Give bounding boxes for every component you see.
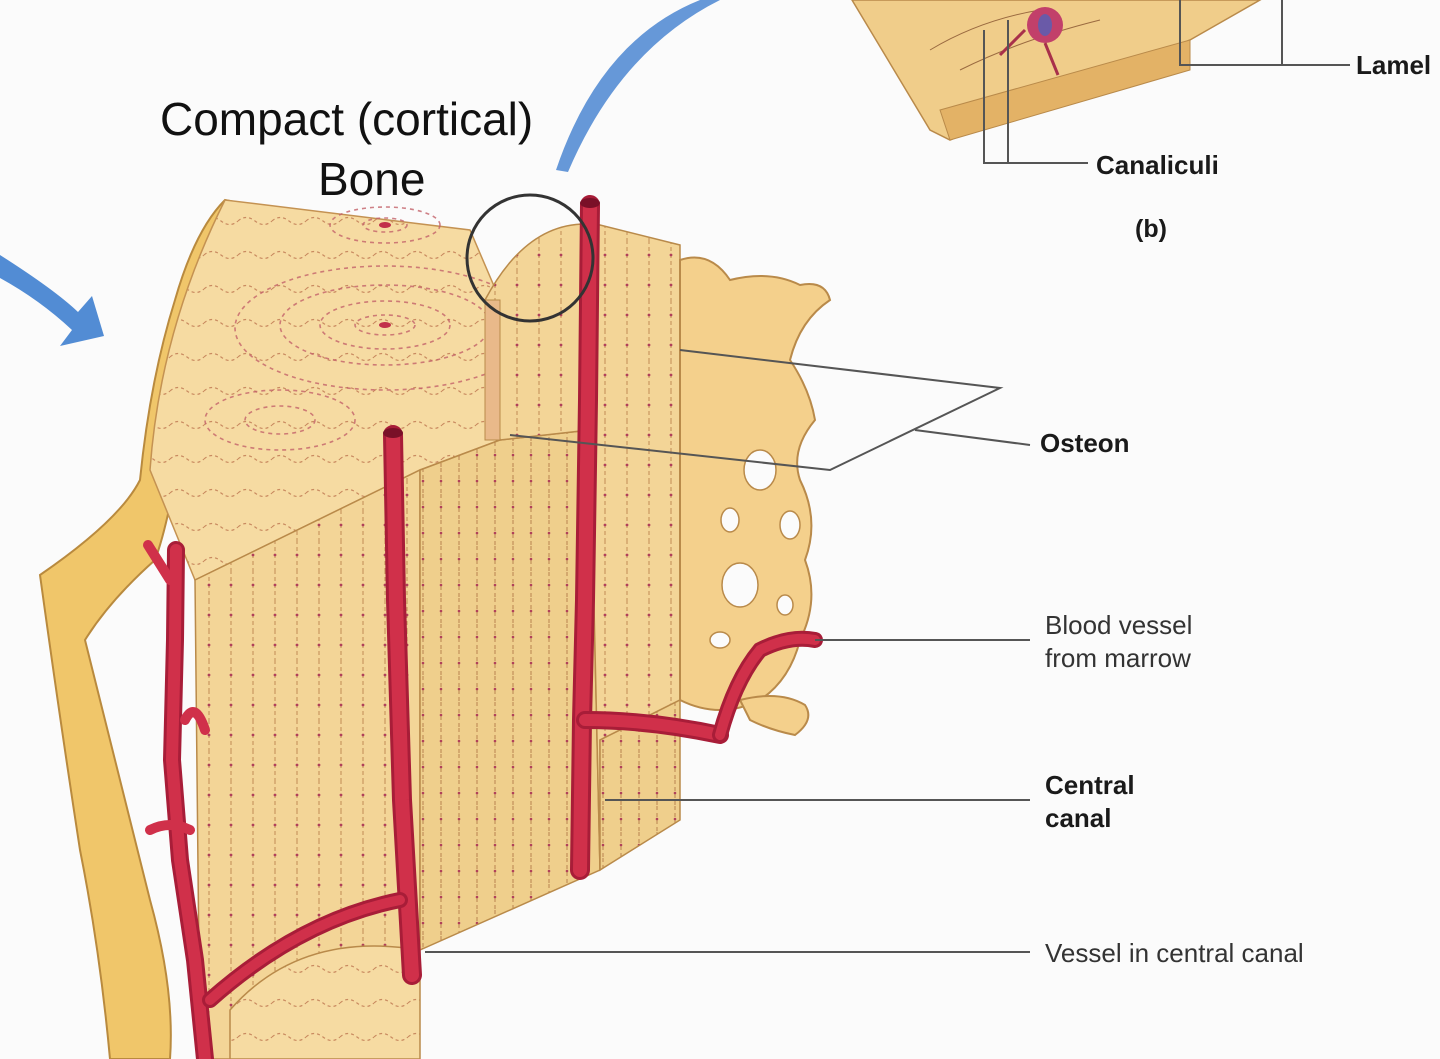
title-line-2: Bone [318,153,426,205]
label-vessel-in-central-canal: Vessel in central canal [1045,938,1304,968]
label-panel-b: (b) [1135,215,1167,243]
osteon-column-right [599,698,681,872]
title-line-1: Compact (cortical) [160,93,534,145]
label-lamellae: Lamel [1356,50,1432,80]
blood-vessels [143,195,823,1059]
pointer-arrow-top [556,0,720,172]
label-central-canal-line2: canal [1045,803,1112,833]
periosteum [38,198,252,1059]
label-osteon: Osteon [1040,428,1130,458]
panel-b-lamella-piece [851,0,1262,141]
label-blood-vessel-line1: Blood vessel [1045,610,1193,640]
label-canaliculi: Canaliculi [1096,150,1219,180]
label-central-canal-line1: Central [1045,770,1135,800]
pointer-arrow-left [0,255,104,346]
zoom-circle [465,193,595,323]
leader-lines [425,349,1031,953]
label-blood-vessel-line2: from marrow [1045,643,1191,673]
